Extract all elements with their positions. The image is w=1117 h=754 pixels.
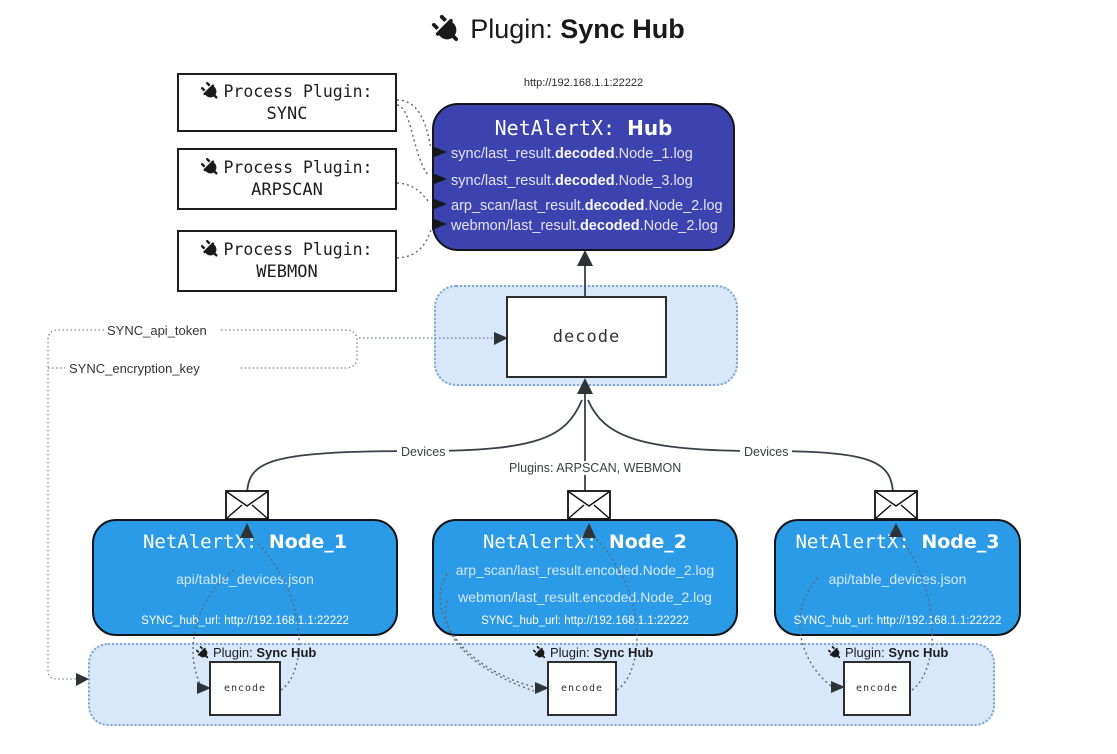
process-plugin-label: Process Plugin:	[223, 240, 373, 259]
node-box-node2: NetAlertX: Node_2 arp_scan/last_result.e…	[432, 519, 738, 636]
hub-title: NetAlertX: Hub	[434, 116, 733, 140]
encode-box: encode	[547, 661, 617, 716]
title-bold: Sync Hub	[560, 14, 685, 44]
plug-icon	[426, 8, 468, 50]
devices-label-left: Devices	[397, 445, 450, 459]
title-prefix: Plugin:	[470, 14, 561, 44]
encode-plugin-label: Plugin: Sync Hub	[196, 645, 316, 660]
plug-icon	[198, 154, 225, 181]
plug-icon	[825, 643, 845, 663]
process-plugin-label: Process Plugin:	[223, 81, 373, 101]
envelope-icon	[567, 490, 611, 520]
setting-api-token: SYNC_api_token	[104, 323, 210, 338]
envelope-icon	[874, 490, 918, 520]
node-file: api/table_devices.json	[828, 571, 967, 587]
hub-box: NetAlertX: Hub sync/last_result.decoded.…	[432, 103, 735, 251]
decode-label: decode	[552, 327, 621, 347]
encode-label: encode	[855, 683, 899, 694]
process-plugin-box-arpscan: Process Plugin: ARPSCAN	[177, 148, 397, 210]
plug-icon	[198, 78, 225, 105]
encode-plugin-label: Plugin: Sync Hub	[828, 645, 948, 660]
encode-plugin-label: Plugin: Sync Hub	[533, 645, 653, 660]
node-file: arp_scan/last_result.encoded.Node_2.log	[455, 562, 715, 578]
plug-icon	[193, 643, 213, 663]
hub-title-prefix: NetAlertX:	[494, 116, 628, 140]
node-title: NetAlertX: Node_2	[482, 531, 687, 553]
node-footer: SYNC_hub_url: http://192.168.1.1:22222	[141, 615, 349, 627]
hub-title-bold: Hub	[627, 116, 673, 140]
node-box-node1: NetAlertX: Node_1 api/table_devices.json…	[92, 519, 398, 636]
node-title: NetAlertX: Node_3	[795, 531, 1000, 553]
plug-icon	[198, 236, 225, 263]
encode-box: encode	[209, 661, 281, 716]
node-footer: SYNC_hub_url: http://192.168.1.1:22222	[793, 615, 1002, 627]
node-box-node3: NetAlertX: Node_3 api/table_devices.json…	[774, 519, 1021, 636]
process-plugin-label: Process Plugin:	[223, 158, 373, 177]
page-title: Plugin: Sync Hub	[0, 14, 1117, 45]
process-plugin-name: WEBMON	[256, 262, 318, 282]
process-plugin-box-sync: Process Plugin: SYNC	[177, 73, 397, 132]
hub-file-line: sync/last_result.decoded.Node_1.log	[451, 146, 693, 162]
node-title: NetAlertX: Node_1	[142, 531, 347, 553]
process-plugin-name: ARPSCAN	[251, 180, 323, 200]
envelope-icon	[225, 490, 269, 520]
process-plugin-box-webmon: Process Plugin: WEBMON	[177, 230, 397, 292]
hub-file-line: arp_scan/last_result.decoded.Node_2.log	[451, 198, 723, 214]
plugins-label: Plugins: ARPSCAN, WEBMON	[505, 461, 686, 475]
node-file: api/table_devices.json	[176, 571, 314, 587]
setting-encryption-key: SYNC_encryption_key	[66, 361, 203, 376]
title-text: Plugin: Sync Hub	[470, 14, 685, 45]
encode-box: encode	[843, 661, 911, 716]
encode-label: encode	[560, 683, 604, 694]
node-footer: SYNC_hub_url: http://192.168.1.1:22222	[481, 615, 689, 627]
decode-box: decode	[506, 296, 667, 378]
devices-label-right: Devices	[740, 445, 793, 459]
hub-file-line: webmon/last_result.decoded.Node_2.log	[451, 218, 718, 234]
plug-icon	[530, 643, 550, 663]
process-plugin-name: SYNC	[266, 103, 308, 124]
hub-file-line: sync/last_result.decoded.Node_3.log	[451, 173, 693, 189]
hub-url-label: http://192.168.1.1:22222	[523, 77, 644, 89]
node-file: webmon/last_result.encoded.Node_2.log	[458, 589, 712, 605]
encode-label: encode	[223, 683, 267, 694]
